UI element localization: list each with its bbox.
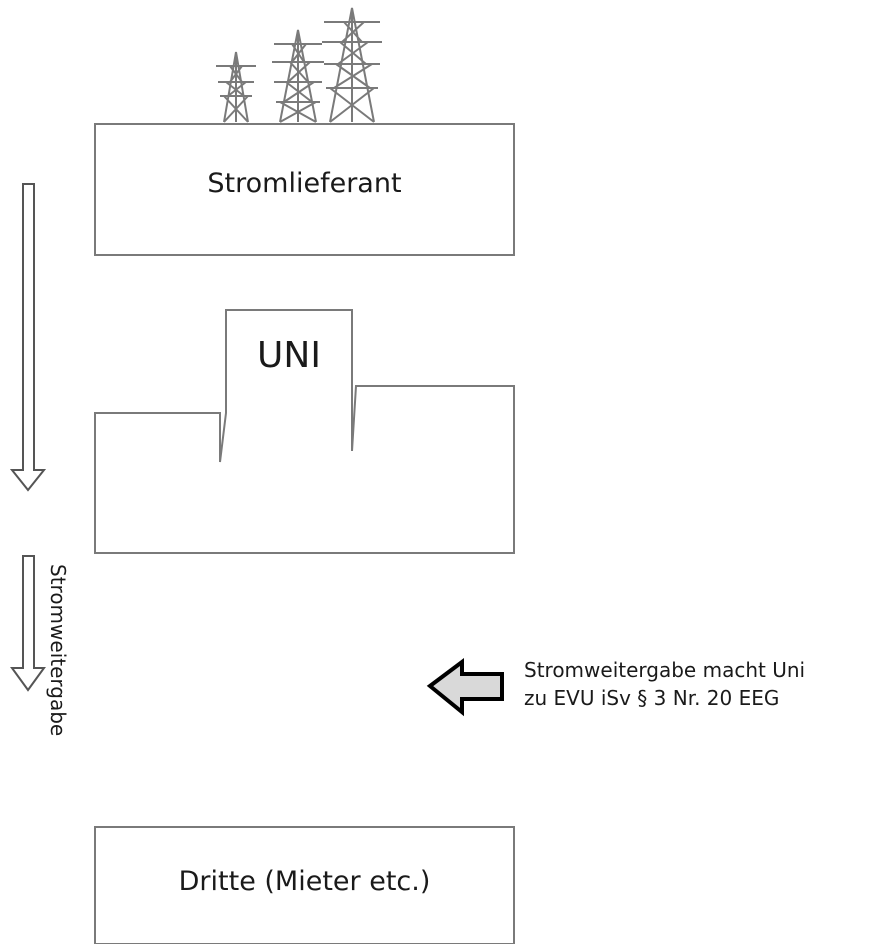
note-line-2: zu EVU iSv § 3 Nr. 20 EEG [524, 686, 780, 710]
transfer-label: Stromweitergabe [46, 564, 70, 737]
uni-building [94, 309, 515, 554]
third-party-box [94, 826, 515, 944]
note-line-1: Stromweitergabe macht Uni [524, 658, 806, 682]
supplier-label: Stromlieferant [207, 168, 402, 199]
power-tower-icon [216, 51, 256, 123]
power-tower-icon [272, 29, 324, 123]
down-arrow-upper [9, 183, 47, 492]
power-tower-icon [322, 7, 382, 123]
third-party-label: Dritte (Mieter etc.) [178, 866, 431, 897]
left-arrow [426, 658, 504, 717]
down-arrow-lower [10, 555, 46, 692]
uni-label: UNI [257, 335, 321, 376]
supplier-box [94, 123, 515, 256]
